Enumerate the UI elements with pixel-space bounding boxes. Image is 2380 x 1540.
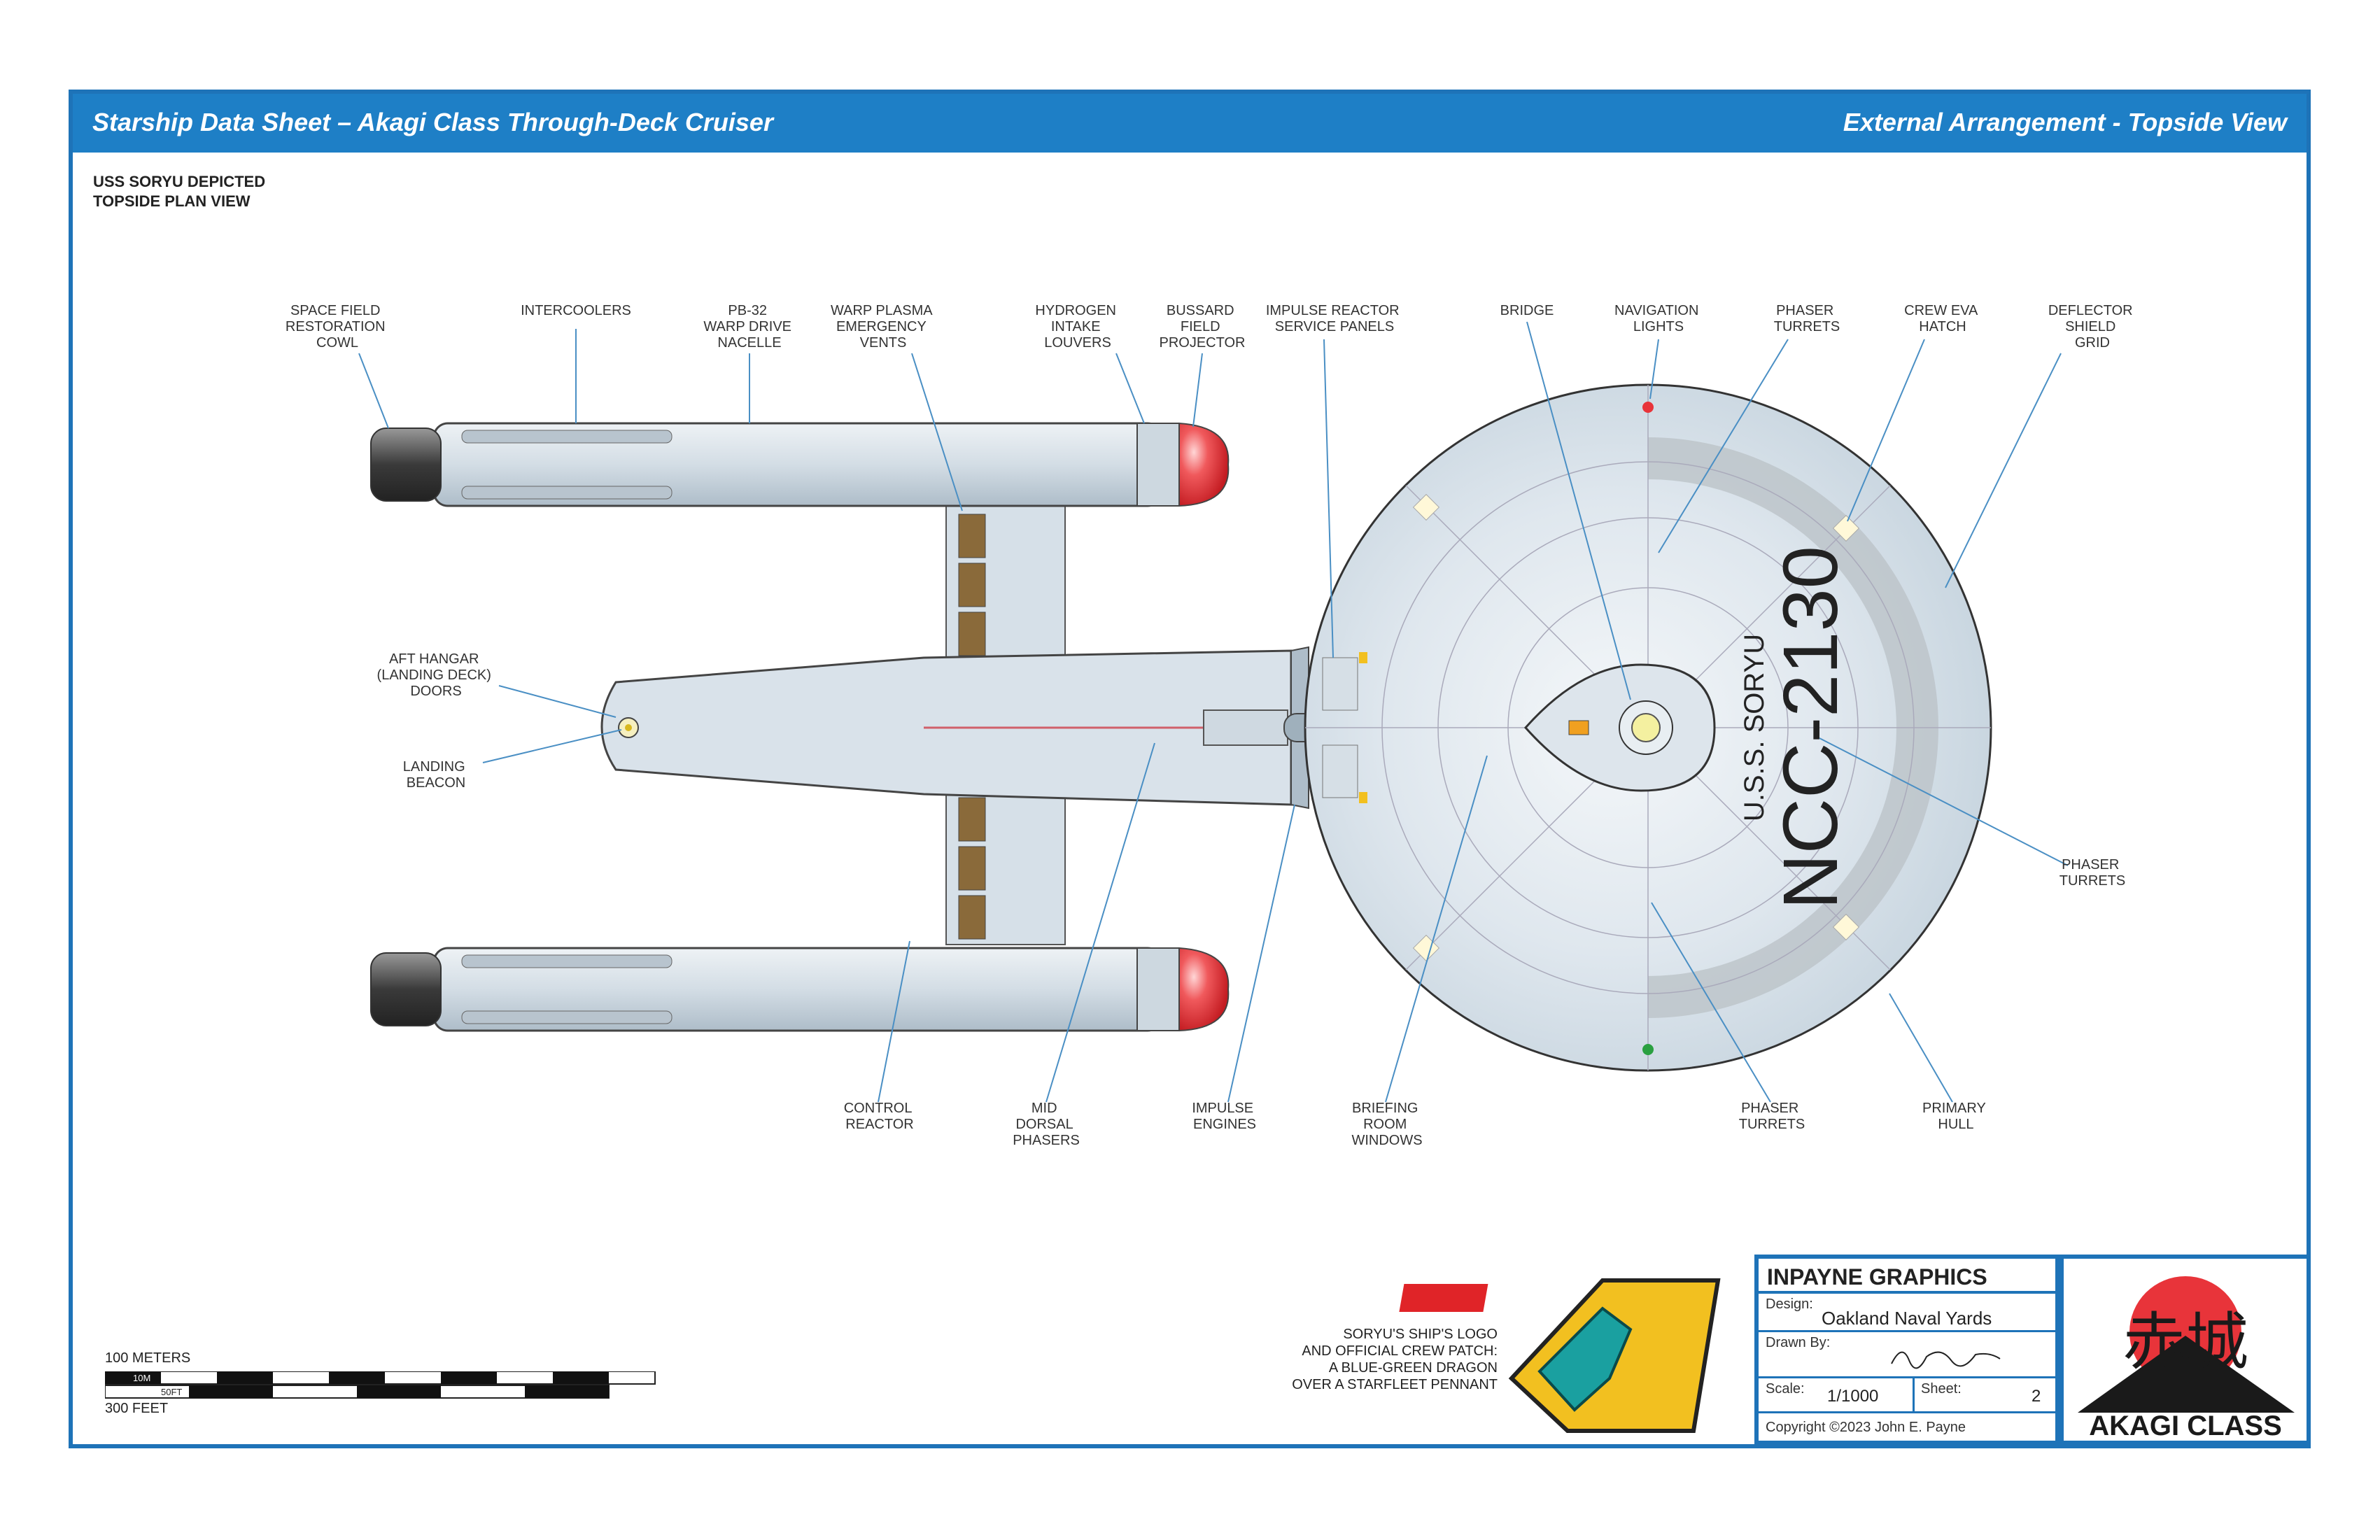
- logo-caption-line-4: OVER A STARFLEET PENNANT: [1292, 1377, 1498, 1392]
- label-bussard: BUSSARD FIELD PROJECTOR: [1160, 303, 1246, 351]
- scale-value: 1/1000: [1827, 1387, 1879, 1406]
- secondary-hull: [600, 649, 1293, 806]
- emblem-kanji: 赤城: [2122, 1306, 2248, 1379]
- label-aft-hangar: AFT HANGAR (LANDING DECK) DOORS: [377, 651, 495, 699]
- subtitle-line-2: TOPSIDE PLAN VIEW: [93, 192, 251, 210]
- upper-pylon: [945, 503, 1066, 679]
- label-impulse-engines: IMPULSE ENGINES: [1192, 1101, 1257, 1132]
- hull-name: U.S.S. SORYU: [1739, 634, 1770, 821]
- label-phaser-right: PHASER TURRETS: [2059, 857, 2125, 889]
- logo-caption: SORYU'S SHIP'S LOGO AND OFFICIAL CREW PA…: [1232, 1326, 1498, 1393]
- company-name: INPAYNE GRAPHICS: [1759, 1259, 2055, 1294]
- scale-meters-label: 100 METERS: [105, 1350, 191, 1366]
- logo-caption-line-2: AND OFFICIAL CREW PATCH:: [1302, 1343, 1498, 1359]
- logo-caption-line-3: A BLUE-GREEN DRAGON: [1328, 1360, 1498, 1376]
- label-space-field: SPACE FIELD RESTORATION COWL: [286, 303, 389, 351]
- view-title: External Arrangement - Topside View: [1843, 108, 2287, 136]
- signature: [1891, 1351, 2001, 1369]
- design-value: Oakland Naval Yards: [1822, 1308, 1992, 1329]
- leader-lines: [358, 321, 2069, 1103]
- label-impulse-panels: IMPULSE REACTOR SERVICE PANELS: [1266, 303, 1403, 334]
- copyright: Copyright ©2023 John E. Payne: [1766, 1420, 1966, 1435]
- label-phaser-bottom: PHASER TURRETS: [1739, 1101, 1805, 1132]
- soryu-logo: SORYU: [1399, 1278, 1721, 1433]
- subtitle-line-1: USS SORYU DEPICTED: [93, 173, 266, 190]
- logo-caption-line-1: SORYU'S SHIP'S LOGO: [1343, 1327, 1498, 1342]
- drawn-label: Drawn By:: [1766, 1335, 1831, 1350]
- scale-label: Scale:: [1766, 1381, 1805, 1397]
- label-landing-beacon: LANDING BEACON: [403, 759, 469, 791]
- label-intercoolers: INTERCOOLERS: [521, 303, 631, 318]
- emblem-box: 赤城 AKAGI CLASS: [2059, 1255, 2311, 1445]
- primary-hull-saucer: NCC-2130 U.S.S. SORYU: [1304, 383, 1992, 1072]
- hull-registry: NCC-2130: [1768, 546, 1854, 910]
- label-nacelle: PB-32 WARP DRIVE NACELLE: [703, 303, 795, 351]
- label-bridge: BRIDGE: [1500, 303, 1554, 318]
- label-phaser-top: PHASER TURRETS: [1774, 303, 1840, 334]
- label-briefing: BRIEFING ROOM WINDOWS: [1351, 1101, 1422, 1148]
- label-primary-hull: PRIMARY HULL: [1922, 1101, 1990, 1132]
- label-plasma-vents: WARP PLASMA EMERGENCY VENTS: [831, 303, 936, 351]
- title-bar: Starship Data Sheet – Akagi Class Throug…: [73, 94, 2307, 153]
- label-crew-eva: CREW EVA HATCH: [1904, 303, 1981, 334]
- upper-nacelle: [370, 422, 1230, 507]
- sheet-title: Starship Data Sheet – Akagi Class Throug…: [92, 108, 773, 136]
- subtitle-note: USS SORYU DEPICTED TOPSIDE PLAN VIEW: [93, 172, 265, 211]
- label-hydrogen: HYDROGEN INTAKE LOUVERS: [1035, 303, 1120, 351]
- lower-pylon: [945, 769, 1066, 945]
- design-label: Design:: [1766, 1297, 1813, 1312]
- callout-labels: SPACE FIELD RESTORATION COWL INTERCOOLER…: [286, 303, 2136, 1148]
- label-nav-lights: NAVIGATION LIGHTS: [1614, 303, 1703, 334]
- logo-banner: SORYU: [1644, 1288, 1709, 1309]
- label-deflector: DEFLECTOR SHIELD GRID: [2048, 303, 2136, 351]
- drawn-row: Drawn By:: [1759, 1332, 2055, 1378]
- scale-bar-graphic: 10M 50FT: [105, 1371, 656, 1399]
- sheet-label: Sheet:: [1921, 1381, 1962, 1397]
- emblem-label: AKAGI CLASS: [2089, 1411, 2282, 1441]
- scale-tick-ft: 50FT: [161, 1387, 182, 1397]
- title-block: INPAYNE GRAPHICS Design: Oakland Naval Y…: [1754, 1255, 2059, 1445]
- scale-tick-m: 10M: [133, 1373, 150, 1383]
- scale-row: Scale: 1/1000 Sheet: 2: [1759, 1378, 2055, 1413]
- scale-divider: [1913, 1378, 1915, 1413]
- sheet-value: 2: [2032, 1387, 2041, 1406]
- label-mid-phasers: MID DORSAL PHASERS: [1013, 1101, 1080, 1148]
- design-row: Design: Oakland Naval Yards: [1759, 1294, 2055, 1332]
- akagi-emblem: 赤城 AKAGI CLASS: [2078, 1276, 2295, 1441]
- label-control-reactor: CONTROL REACTOR: [844, 1101, 916, 1132]
- scale-feet-label: 300 FEET: [105, 1401, 169, 1416]
- lower-nacelle: [370, 947, 1230, 1032]
